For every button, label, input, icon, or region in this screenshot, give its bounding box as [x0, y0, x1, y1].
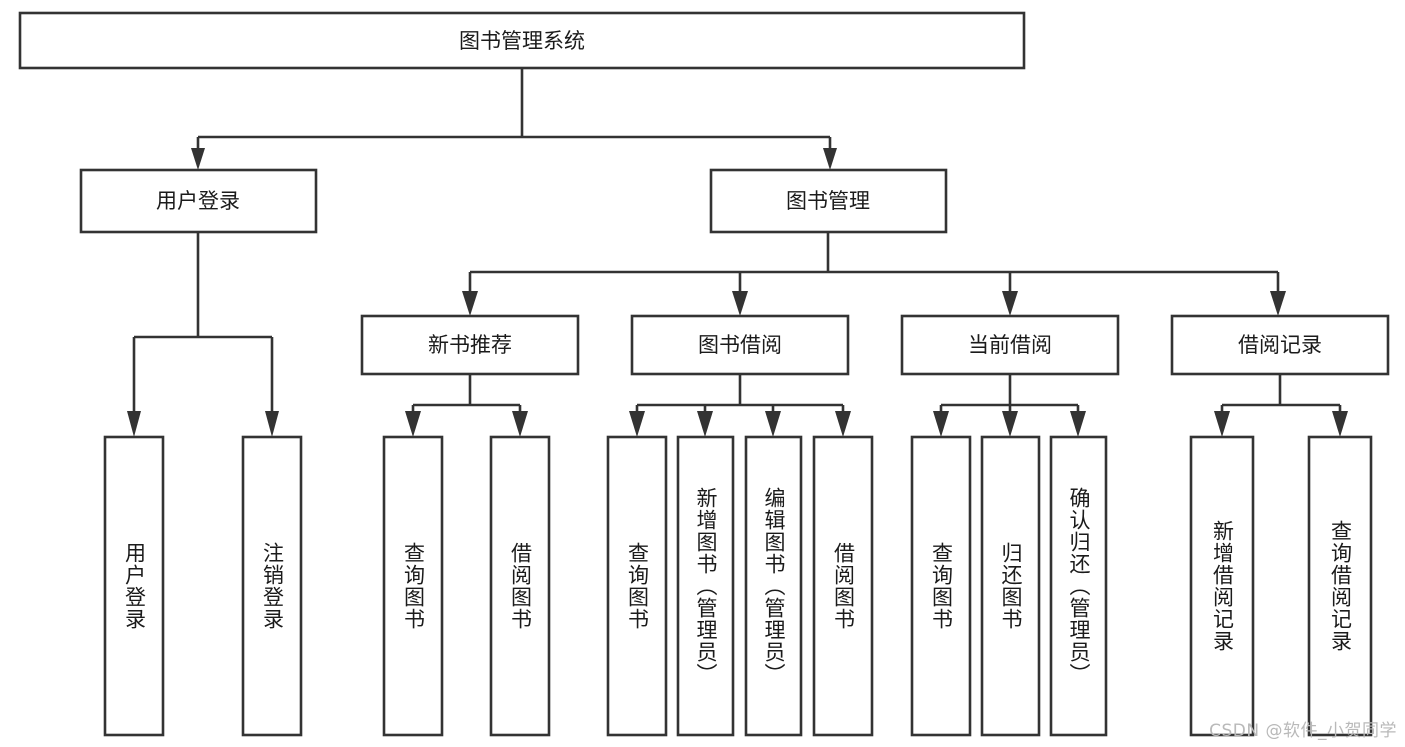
node-user-login-box[interactable] [79, 168, 318, 234]
node-user-login[interactable]: 用户登录 [79, 168, 318, 234]
node-root[interactable]: 图书管理系统 [18, 11, 1026, 70]
connector-new-book-recommend-to-leaves [405, 374, 528, 437]
leaf-add-book-box[interactable] [676, 435, 735, 737]
leaf-confirm-return-box[interactable] [1049, 435, 1108, 737]
node-borrow-record[interactable]: 借阅记录 [1170, 314, 1390, 376]
node-root-label: 图书管理系统 [459, 29, 585, 53]
leaf-borrow-book-1-box[interactable] [489, 435, 551, 737]
node-root-box[interactable] [18, 11, 1026, 70]
connector-book-management-to-level3 [462, 232, 1286, 316]
node-user-login-label: 用户登录 [156, 189, 240, 213]
connector-user-login-to-leaves [127, 232, 279, 437]
node-current-borrow[interactable]: 当前借阅 [900, 314, 1120, 376]
connector-borrow-record-to-leaves [1214, 374, 1348, 437]
leaf-query-book-3-box[interactable] [910, 435, 972, 737]
leaf-query-book-1-box[interactable] [382, 435, 444, 737]
node-current-borrow-label: 当前借阅 [968, 333, 1052, 357]
leaf-return-book-box[interactable] [980, 435, 1041, 737]
csdn-watermark: CSDN @软件_小贺同学 [1209, 721, 1397, 741]
connector-current-borrow-to-leaves [933, 374, 1086, 437]
node-book-management[interactable]: 图书管理 [709, 168, 948, 234]
leaf-query-book-2-box[interactable] [606, 435, 668, 737]
node-new-book-recommend-box[interactable] [360, 314, 580, 376]
node-current-borrow-box[interactable] [900, 314, 1120, 376]
leaf-query-record-box[interactable] [1307, 435, 1373, 737]
node-book-borrow-label: 图书借阅 [698, 333, 782, 357]
node-new-book-recommend-label: 新书推荐 [428, 333, 512, 357]
leaf-borrow-book-2-box[interactable] [812, 435, 874, 737]
leaf-user-logout-box[interactable] [241, 435, 303, 737]
connector-root-to-level2 [191, 68, 837, 170]
leaf-edit-book-box[interactable] [744, 435, 803, 737]
leaf-user-login-box[interactable] [103, 435, 165, 737]
leaf-add-record-box[interactable] [1189, 435, 1255, 737]
node-new-book-recommend[interactable]: 新书推荐 [360, 314, 580, 376]
node-book-management-label: 图书管理 [786, 189, 870, 213]
node-borrow-record-label: 借阅记录 [1238, 333, 1322, 357]
node-book-borrow[interactable]: 图书借阅 [630, 314, 850, 376]
connector-book-borrow-to-leaves [629, 374, 851, 437]
